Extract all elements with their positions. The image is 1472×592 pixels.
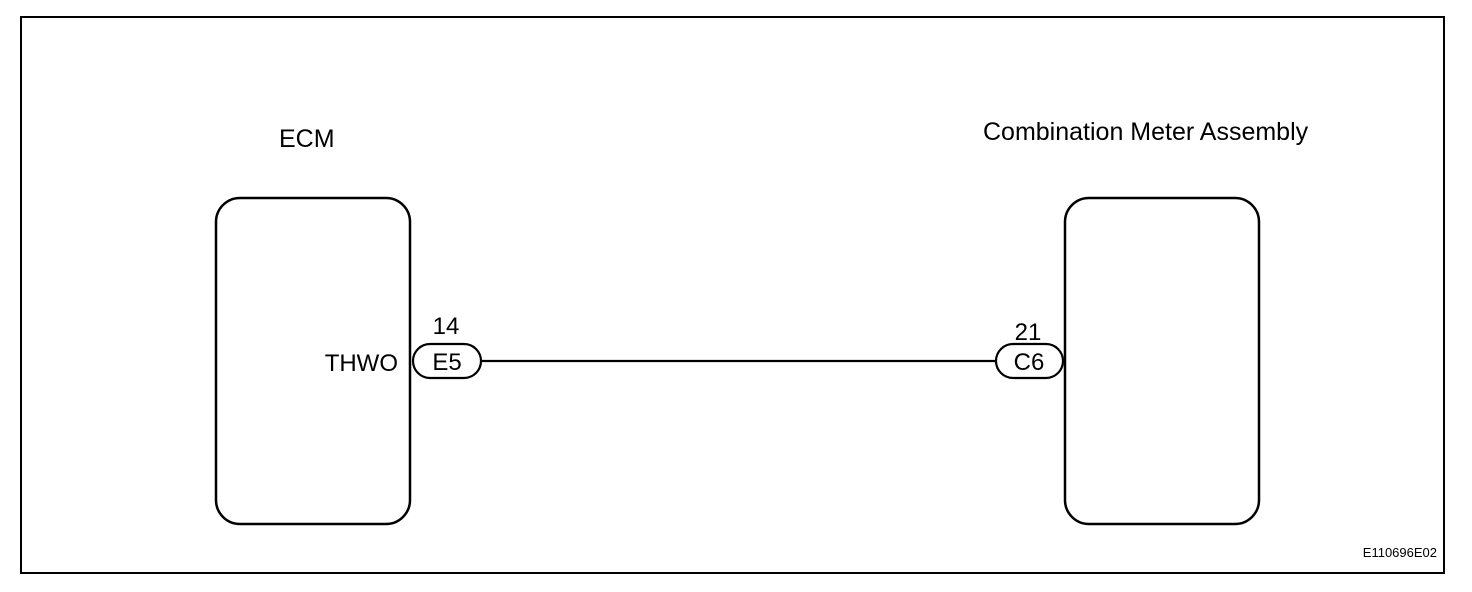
- ecm-title: ECM: [279, 125, 335, 153]
- meter-connector-pill: [994, 342, 1065, 380]
- figure-code: E110696E02: [1363, 545, 1437, 560]
- meter-connector-pin: 21: [1015, 319, 1042, 346]
- diagram-frame: [20, 16, 1445, 574]
- ecm-box: [214, 196, 412, 526]
- ecm-component: ECM THWO: [214, 125, 412, 526]
- ecm-connector-pin: 14: [433, 313, 460, 340]
- combination-meter-component: Combination Meter Assembly: [983, 118, 1309, 526]
- ecm-connector-id: E5: [432, 349, 461, 376]
- meter-connector-id: C6: [1014, 349, 1045, 376]
- meter-connector: 21 C6: [994, 319, 1065, 380]
- ecm-connector: 14 E5: [411, 313, 483, 380]
- combination-meter-title: Combination Meter Assembly: [983, 118, 1309, 146]
- ecm-terminal-label: THWO: [325, 350, 398, 377]
- combination-meter-box: [1063, 196, 1261, 526]
